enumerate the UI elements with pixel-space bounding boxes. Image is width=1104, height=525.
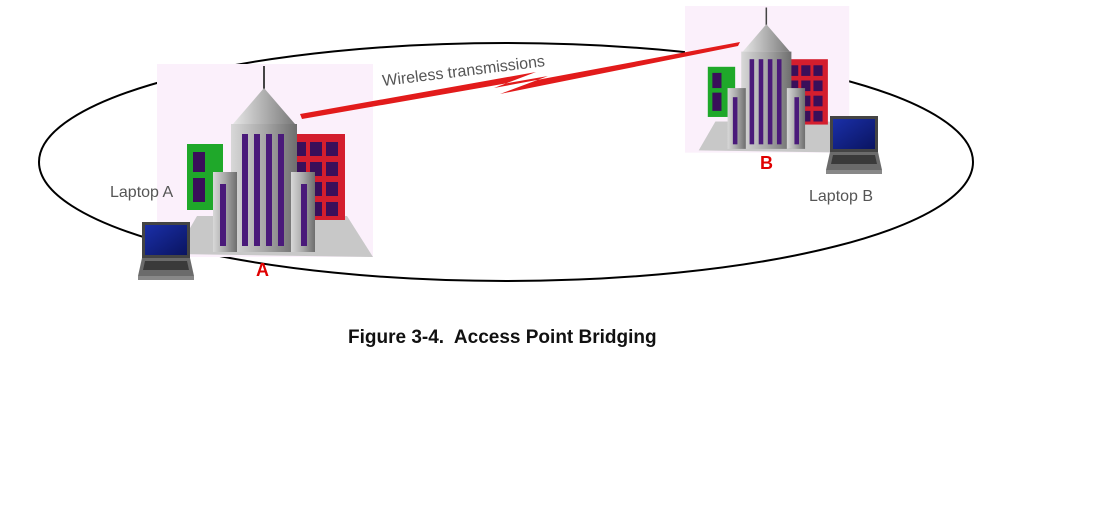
laptop-b-label: Laptop B [809, 188, 873, 205]
laptop-a-label: Laptop A [110, 184, 174, 201]
link-label: Wireless transmissions [381, 53, 545, 90]
network-boundary-ellipse [38, 42, 974, 282]
building-b-label: B [760, 153, 773, 173]
laptop-a-icon [138, 222, 194, 280]
laptop-b-icon [826, 116, 882, 174]
building-b-icon [684, 5, 850, 154]
lightning-link-icon [300, 42, 740, 119]
figure-caption: Figure 3-4. Access Point Bridging [348, 327, 657, 348]
building-a-label: A [256, 260, 269, 280]
